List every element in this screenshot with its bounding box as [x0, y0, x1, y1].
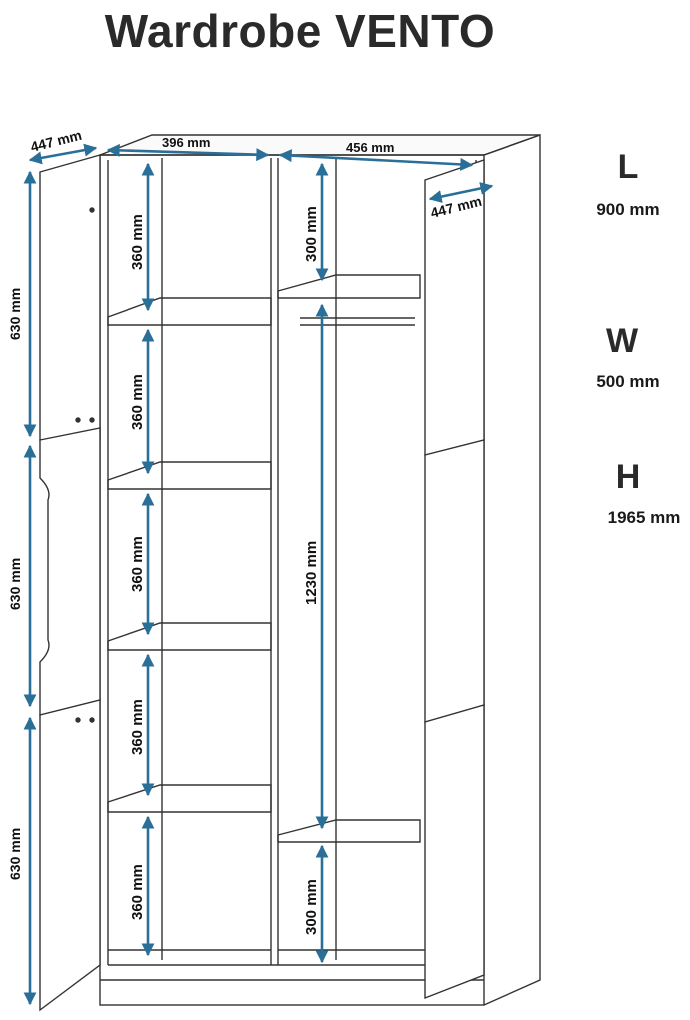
length-value: 900 mm — [596, 200, 660, 219]
right-door — [424, 159, 485, 1000]
left-door-height-label-3: 630 mm — [7, 828, 23, 880]
left-door — [39, 154, 101, 1012]
bottom-right-gap-label: 300 mm — [303, 879, 320, 935]
left-door-height-label-2: 630 mm — [7, 558, 23, 610]
shelf-gap-label-2: 360 mm — [129, 374, 146, 430]
height-letter: H — [615, 458, 641, 496]
left-section-width-label: 396 mm — [162, 135, 210, 150]
right-section-width-label: 456 mm — [346, 140, 394, 155]
page-title: Wardrobe VENTO — [104, 5, 496, 57]
left-door-height-label-1: 630 mm — [7, 288, 23, 340]
shelf-gap-label-4: 360 mm — [129, 699, 146, 755]
hanging-height-label: 1230 mm — [303, 541, 320, 605]
width-letter: W — [605, 322, 639, 360]
length-letter: L — [617, 148, 639, 186]
dimension-arrows — [23, 143, 494, 1006]
top-right-gap-label: 300 mm — [303, 206, 320, 262]
shelf-gap-label-3: 360 mm — [129, 536, 146, 592]
shelf-gap-label-1: 360 mm — [129, 214, 146, 270]
shelf-gap-label-5: 360 mm — [129, 864, 146, 920]
height-value: 1965 mm — [607, 508, 681, 527]
width-value: 500 mm — [596, 372, 660, 391]
